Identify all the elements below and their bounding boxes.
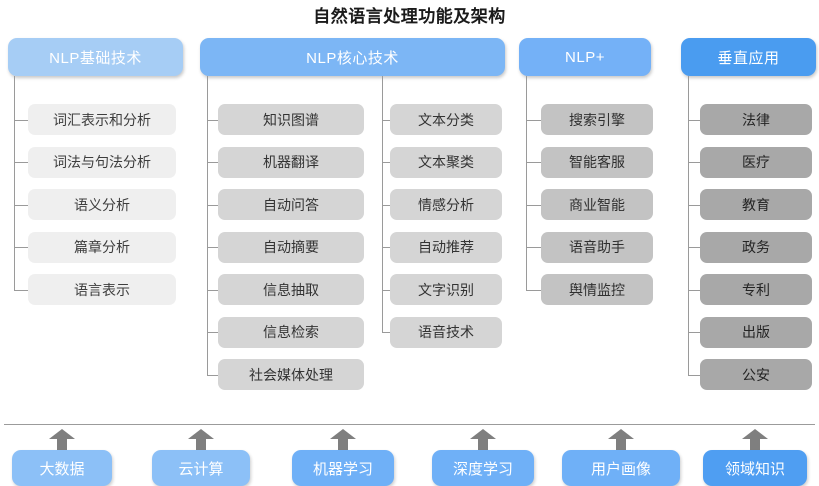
connector-trunk-nlp-core-left (207, 76, 208, 375)
connector-trunk-vertical-application (688, 76, 689, 375)
column-header-nlp-foundation[interactable]: NLP基础技术 (8, 38, 183, 76)
connector-stub (382, 204, 390, 206)
connector-stub (526, 162, 541, 163)
connector-stub (382, 289, 390, 291)
leaf-node[interactable]: 词法与句法分析 (28, 146, 176, 178)
up-arrow-icon (742, 429, 768, 451)
leaf-node[interactable]: 语义分析 (28, 189, 176, 220)
column-header-vertical-application[interactable]: 垂直应用 (681, 38, 816, 76)
connector-trunk-nlp-foundation (14, 76, 15, 290)
connector-trunk-nlp-core-right (382, 76, 383, 332)
foundation-item[interactable]: 用户画像 (562, 450, 680, 486)
foundation-item[interactable]: 深度学习 (432, 450, 534, 486)
connector-stub (688, 119, 700, 121)
connector-stub (382, 119, 390, 121)
connector-stub (382, 162, 390, 163)
leaf-node[interactable]: 词汇表示和分析 (28, 104, 176, 135)
page-title: 自然语言处理功能及架构 (313, 7, 506, 26)
foundation-item[interactable]: 大数据 (12, 450, 112, 486)
leaf-node[interactable]: 语言表示 (28, 274, 176, 305)
connector-stub (207, 332, 218, 333)
connector-stub (14, 289, 28, 291)
leaf-node[interactable]: 自动推荐 (390, 231, 502, 263)
leaf-node[interactable]: 自动摘要 (218, 231, 364, 263)
foundation-item[interactable]: 领域知识 (703, 450, 807, 486)
connector-stub (688, 374, 700, 376)
leaf-node[interactable]: 机器翻译 (218, 146, 364, 178)
connector-stub (688, 247, 700, 248)
leaf-node[interactable]: 公安 (700, 359, 812, 390)
connector-stub (688, 332, 700, 333)
leaf-node[interactable]: 文本分类 (390, 104, 502, 135)
leaf-node[interactable]: 出版 (700, 316, 812, 348)
foundation-item[interactable]: 机器学习 (292, 450, 394, 486)
leaf-node[interactable]: 语音助手 (541, 231, 653, 263)
connector-stub (526, 289, 541, 291)
column-header-nlp-plus[interactable]: NLP+ (519, 38, 651, 76)
connector-stub (14, 247, 28, 248)
up-arrow-icon (330, 429, 356, 451)
connector-stub (14, 204, 28, 206)
up-arrow-icon (188, 429, 214, 451)
foundation-item[interactable]: 云计算 (152, 450, 250, 486)
connector-stub (688, 204, 700, 206)
leaf-node[interactable]: 文字识别 (390, 274, 502, 305)
column-header-nlp-core-left[interactable]: NLP核心技术 (200, 38, 505, 76)
leaf-node[interactable]: 商业智能 (541, 189, 653, 220)
leaf-node[interactable]: 舆情监控 (541, 274, 653, 305)
leaf-node[interactable]: 政务 (700, 231, 812, 263)
leaf-node[interactable]: 知识图谱 (218, 104, 364, 135)
leaf-node[interactable]: 情感分析 (390, 189, 502, 220)
leaf-node[interactable]: 文本聚类 (390, 146, 502, 178)
leaf-node[interactable]: 信息抽取 (218, 274, 364, 305)
leaf-node[interactable]: 法律 (700, 104, 812, 135)
connector-stub (207, 204, 218, 206)
leaf-node[interactable]: 信息检索 (218, 316, 364, 348)
leaf-node[interactable]: 医疗 (700, 146, 812, 178)
up-arrow-icon (608, 429, 634, 451)
up-arrow-icon (49, 429, 75, 451)
connector-stub (14, 162, 28, 163)
leaf-node[interactable]: 智能客服 (541, 146, 653, 178)
connector-stub (207, 374, 218, 376)
connector-stub (382, 332, 390, 333)
connector-stub (526, 247, 541, 248)
connector-stub (526, 204, 541, 206)
leaf-node[interactable]: 篇章分析 (28, 231, 176, 263)
leaf-node[interactable]: 搜索引擎 (541, 104, 653, 135)
connector-stub (207, 289, 218, 291)
connector-trunk-nlp-plus (526, 76, 527, 290)
connector-stub (207, 247, 218, 248)
leaf-node[interactable]: 自动问答 (218, 189, 364, 220)
leaf-node[interactable]: 语音技术 (390, 316, 502, 348)
connector-stub (382, 247, 390, 248)
up-arrow-icon (470, 429, 496, 451)
connector-stub (688, 162, 700, 163)
leaf-node[interactable]: 专利 (700, 274, 812, 305)
leaf-node[interactable]: 社会媒体处理 (218, 359, 364, 390)
foundation-baseline (4, 424, 815, 425)
connector-stub (688, 289, 700, 291)
connector-stub (14, 119, 28, 121)
leaf-node[interactable]: 教育 (700, 189, 812, 220)
connector-stub (207, 119, 218, 121)
connector-stub (526, 119, 541, 121)
connector-stub (207, 162, 218, 163)
